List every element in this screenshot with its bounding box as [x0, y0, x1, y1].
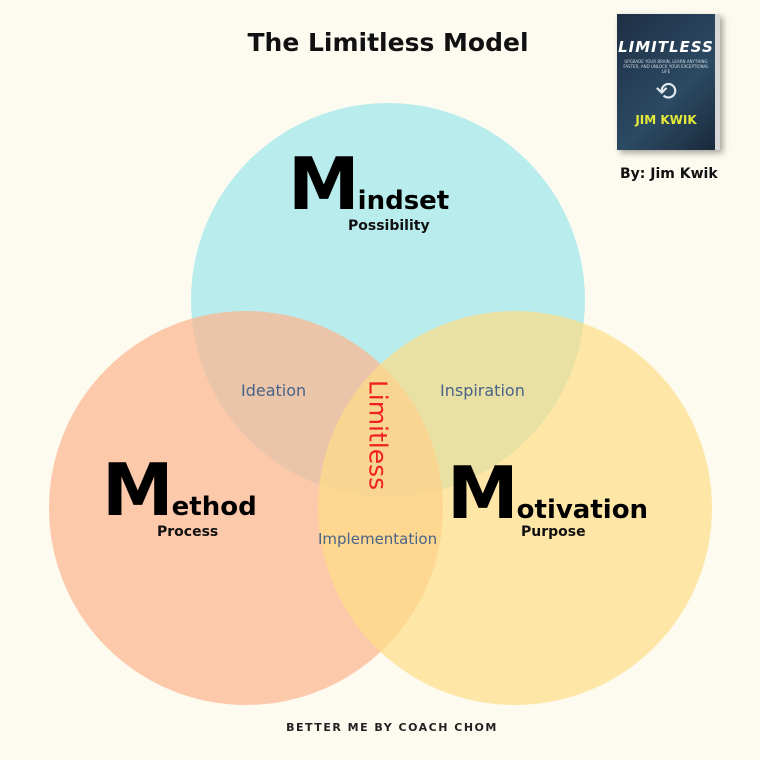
motivation-rest: otivation: [516, 495, 649, 525]
book-subtitle: UPGRADE YOUR BRAIN, LEARN ANYTHING FASTE…: [623, 59, 709, 74]
mindset-sub: Possibility: [348, 218, 430, 234]
book-title: LIMITLESS: [618, 38, 714, 56]
byline: By: Jim Kwik: [620, 166, 718, 182]
mindset-rest: indset: [357, 186, 450, 216]
book-cover: LIMITLESS UPGRADE YOUR BRAIN, LEARN ANYT…: [617, 14, 720, 150]
footer-credit: BETTER ME BY COACH CHOM: [286, 721, 498, 734]
book-author: JIM KWIK: [635, 113, 697, 127]
overlap-inspiration: Inspiration: [440, 381, 525, 400]
overlap-implementation: Implementation: [318, 530, 438, 548]
mindset-initial: M: [288, 142, 360, 226]
circle-motivation: [318, 311, 712, 705]
page-title: The Limitless Model: [247, 28, 529, 57]
center-limitless: Limitless: [363, 379, 393, 491]
brain-logo-icon: ⟲: [655, 77, 677, 107]
motivation-initial: M: [447, 451, 519, 535]
method-rest: ethod: [171, 492, 257, 522]
method-initial: M: [102, 448, 174, 532]
method-sub: Process: [157, 524, 219, 540]
mindset-label: Mindset: [288, 148, 449, 220]
overlap-ideation: Ideation: [241, 381, 307, 400]
motivation-sub: Purpose: [521, 524, 586, 540]
motivation-label: Motivation: [447, 457, 648, 529]
method-label: Method: [102, 454, 257, 526]
